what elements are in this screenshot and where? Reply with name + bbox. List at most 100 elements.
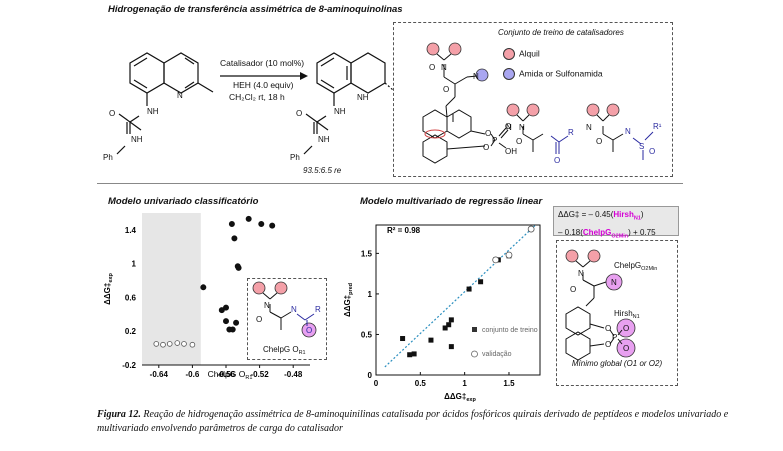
univariate-point-filled [223, 304, 230, 311]
svg-text:OH: OH [505, 147, 517, 156]
svg-text:N: N [519, 123, 525, 132]
regression-equation: ΔΔG‡ = – 0.45(HirshN1) – 0.18(ChelpGO2Mi… [553, 206, 679, 239]
svg-text:O: O [256, 315, 262, 324]
univariate-chart: -0.64-0.6-0.56-0.52-0.48 -0.20.20.611.4 … [103, 213, 310, 381]
reactant-nh-label: NH [147, 107, 159, 116]
univariate-point-filled [233, 319, 240, 326]
multivariate-point-training [448, 344, 454, 350]
multivariate-y-axis-label: ΔΔG‡pred [343, 283, 354, 317]
svg-text:O: O [516, 137, 522, 146]
svg-text:R: R [315, 305, 321, 314]
univariate-point-filled [200, 284, 207, 291]
training-set-structures: O N N O O P O OH O N N R O O [422, 42, 662, 165]
reactant-ph-label: Ph [103, 153, 113, 162]
univariate-point-open [166, 341, 173, 347]
enantiomeric-ratio: 93.5:6.5 re [303, 166, 342, 175]
reactant-nh2-label: NH [131, 135, 143, 144]
univariate-x-tick-label: -0.48 [284, 370, 303, 379]
r2-label: R² = 0.98 [387, 226, 421, 235]
inset-chelpg-label: ChelpGO2Min [614, 261, 657, 272]
multivariate-title: Modelo multivariado de regressão linear [360, 196, 543, 207]
svg-text:O: O [306, 326, 312, 335]
univariate-y-axis-label: ΔΔG‡exp [103, 273, 114, 305]
svg-text:O: O [623, 344, 629, 353]
univariate-point-filled [223, 318, 230, 325]
condition-heh: HEH (4.0 equiv) [233, 80, 294, 90]
training-set-title: Conjunto de treino de catalisadores [498, 28, 624, 37]
top-title: Hidrogenação de transferência assimétric… [108, 4, 403, 15]
univariate-x-tick-label: -0.52 [250, 370, 269, 379]
product-o-label: O [296, 109, 302, 118]
reactant-o-label: O [109, 109, 115, 118]
multivariate-x-tick-label: 1 [462, 379, 467, 388]
svg-text:O: O [605, 340, 611, 349]
multivariate-point-training [466, 286, 472, 292]
training-set-box [393, 22, 673, 177]
multivariate-y-tick-label: 0 [368, 371, 373, 380]
figure-caption-lead: Figura 12. [97, 409, 141, 420]
legend-alkyl: Alquil [503, 48, 540, 60]
svg-text:N: N [473, 72, 479, 81]
product-nh2-label: NH [318, 135, 330, 144]
multivariate-point-training [448, 317, 454, 323]
univariate-y-tick-label: 1.4 [125, 226, 137, 235]
product-nh-ring-label: NH [357, 93, 369, 102]
multivariate-point-training [407, 352, 413, 358]
univariate-y-tick-label: 1 [132, 260, 137, 269]
multivariate-point-training [400, 336, 406, 342]
univariate-y-tick-label: -0.2 [122, 361, 136, 370]
figure-caption: Figura 12. Reação de hidrogenação assimé… [97, 408, 773, 436]
univariate-title: Modelo univariado classificatório [108, 196, 259, 207]
svg-text:P: P [492, 136, 497, 145]
svg-text:O: O [623, 324, 629, 333]
multivariate-x-tick-label: 0.5 [415, 379, 427, 388]
multivariate-y-tick-label: 0.5 [361, 330, 373, 339]
univariate-point-open [160, 341, 166, 348]
multivariate-inset-structure: ChelpGO2Min HirshN1 N O N O O P O O [565, 249, 657, 361]
svg-text:O: O [485, 129, 491, 138]
univariate-point-filled [231, 235, 238, 242]
svg-text:S: S [639, 142, 644, 151]
legend-training-marker [472, 327, 477, 332]
product-ph-label: Ph [290, 153, 300, 162]
multivariate-point-training [478, 279, 484, 285]
amide-dot-icon [503, 68, 515, 80]
univariate-y-tick-label: 0.6 [125, 293, 137, 302]
svg-text:O: O [505, 122, 511, 131]
multivariate-point-training [442, 325, 448, 331]
univariate-point-open [174, 340, 181, 346]
multivariate-point-training [411, 351, 417, 357]
condition-solvent: CH₂Cl₂ rt, 18 h [229, 92, 285, 102]
product-nh-label: NH [334, 107, 346, 116]
multivariate-point-validation [527, 225, 535, 233]
univariate-x-tick-label: -0.56 [217, 370, 236, 379]
legend-amide: Amida or Sulfonamida [503, 68, 603, 80]
svg-text:N: N [441, 63, 447, 72]
univariate-x-tick-label: -0.64 [150, 370, 169, 379]
multivariate-x-axis-label: ΔΔG‡exp [444, 392, 476, 403]
univariate-inset-label: ChelpG OR1 [263, 345, 306, 356]
univariate-point-open [181, 341, 187, 347]
reaction-scheme: N NH O NH Ph NH NH O NH Ph [103, 52, 394, 162]
svg-text:N: N [506, 123, 512, 132]
multivariate-x-tick-label: 1.5 [503, 379, 515, 388]
multivariate-point-training [446, 322, 452, 328]
legend-validation-label: validação [482, 351, 512, 358]
svg-text:P: P [612, 333, 617, 342]
svg-text:R¹: R¹ [653, 122, 662, 131]
svg-text:O: O [649, 147, 655, 156]
multivariate-fit-line [384, 224, 536, 368]
svg-text:O: O [554, 156, 560, 165]
svg-text:O: O [605, 324, 611, 333]
multivariate-point-training [428, 337, 434, 343]
multivariate-y-tick-label: 1.5 [361, 249, 373, 258]
univariate-y-tick-label: 0.2 [125, 327, 137, 336]
reactant-n-label: N [177, 91, 183, 100]
univariate-point-filled [269, 222, 276, 229]
svg-text:O: O [483, 143, 489, 152]
multivariate-point-validation [505, 251, 513, 259]
svg-text:O: O [596, 137, 602, 146]
product-benzo-ring [316, 52, 352, 94]
univariate-point-open [189, 341, 196, 348]
